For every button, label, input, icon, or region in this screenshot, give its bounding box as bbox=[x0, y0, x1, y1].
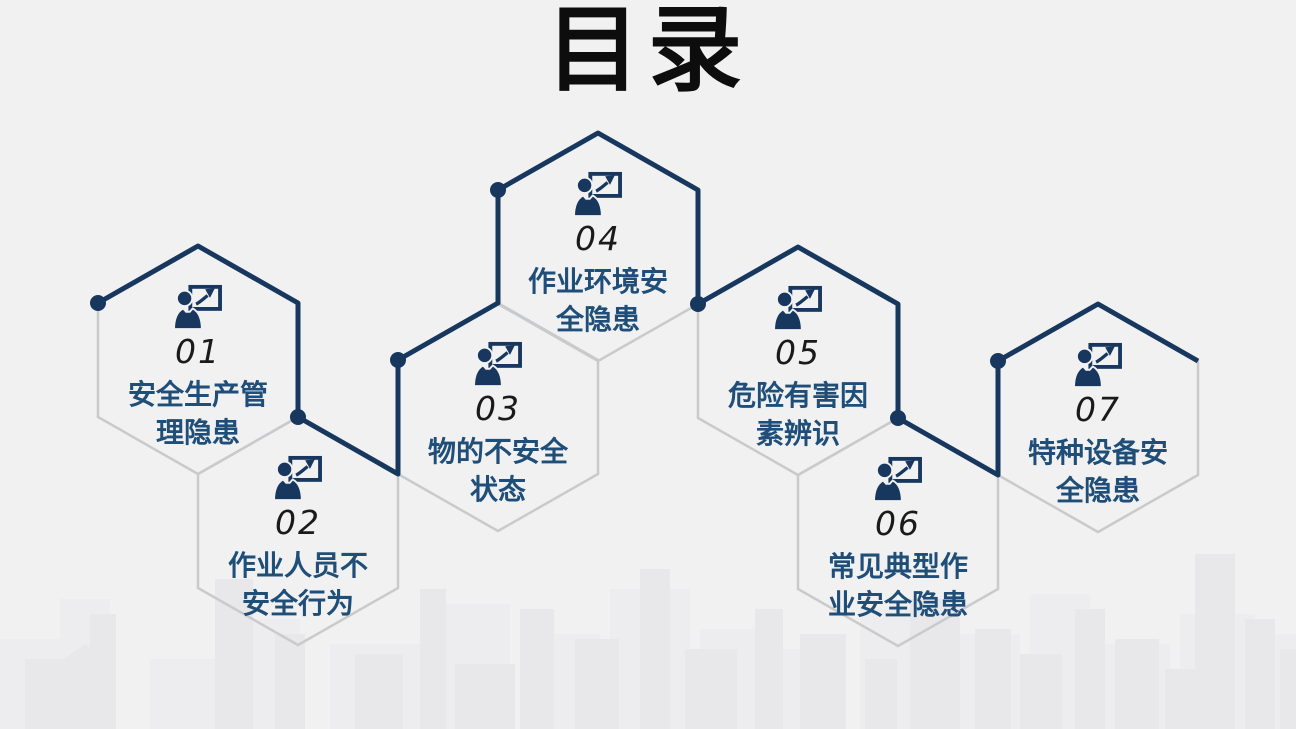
item-label: 危险有害因素辨识 bbox=[727, 379, 868, 451]
page-title: 目录 bbox=[545, 0, 750, 105]
connector-dot bbox=[490, 182, 506, 198]
connector-path bbox=[96, 130, 1200, 478]
presenter-icon bbox=[1073, 342, 1123, 388]
item-number: 04 bbox=[575, 219, 621, 258]
item-label: 常见典型作业安全隐患 bbox=[827, 550, 968, 622]
connector-dot bbox=[890, 410, 906, 426]
connector-dot bbox=[390, 352, 406, 368]
item-number: 02 bbox=[275, 503, 321, 542]
item-number: 05 bbox=[775, 333, 821, 372]
item-number: 01 bbox=[175, 332, 221, 371]
toc-item-01[interactable]: 01 安全生产管理隐患 bbox=[98, 246, 298, 474]
connector-dot bbox=[90, 295, 106, 311]
toc-item-02[interactable]: 02 作业人员不安全行为 bbox=[198, 417, 398, 645]
item-label: 作业人员不安全行为 bbox=[227, 549, 368, 621]
toc-item-04[interactable]: 04 作业环境安全隐患 bbox=[498, 133, 698, 361]
item-label: 安全生产管理隐患 bbox=[127, 378, 268, 450]
item-label: 作业环境安全隐患 bbox=[527, 265, 668, 337]
item-label: 特种设备安全隐患 bbox=[1027, 436, 1168, 508]
connector-dot bbox=[290, 409, 306, 425]
presenter-icon bbox=[573, 171, 623, 217]
item-number: 03 bbox=[475, 389, 521, 428]
presenter-icon bbox=[773, 285, 823, 331]
item-number: 06 bbox=[875, 504, 921, 543]
item-label: 物的不安全状态 bbox=[427, 435, 568, 507]
toc-item-06[interactable]: 06 常见典型作业安全隐患 bbox=[798, 418, 998, 646]
presenter-icon bbox=[873, 456, 923, 502]
city-skyline-background bbox=[0, 554, 1296, 729]
presenter-icon bbox=[273, 455, 323, 501]
presenter-icon bbox=[173, 284, 223, 330]
connector-dot bbox=[690, 296, 706, 312]
toc-item-07[interactable]: 07 特种设备安全隐患 bbox=[998, 304, 1198, 532]
item-number: 07 bbox=[1075, 390, 1121, 429]
connector-dot bbox=[990, 353, 1006, 369]
toc-item-03[interactable]: 03 物的不安全状态 bbox=[398, 303, 598, 531]
toc-item-05[interactable]: 05 危险有害因素辨识 bbox=[698, 247, 898, 475]
